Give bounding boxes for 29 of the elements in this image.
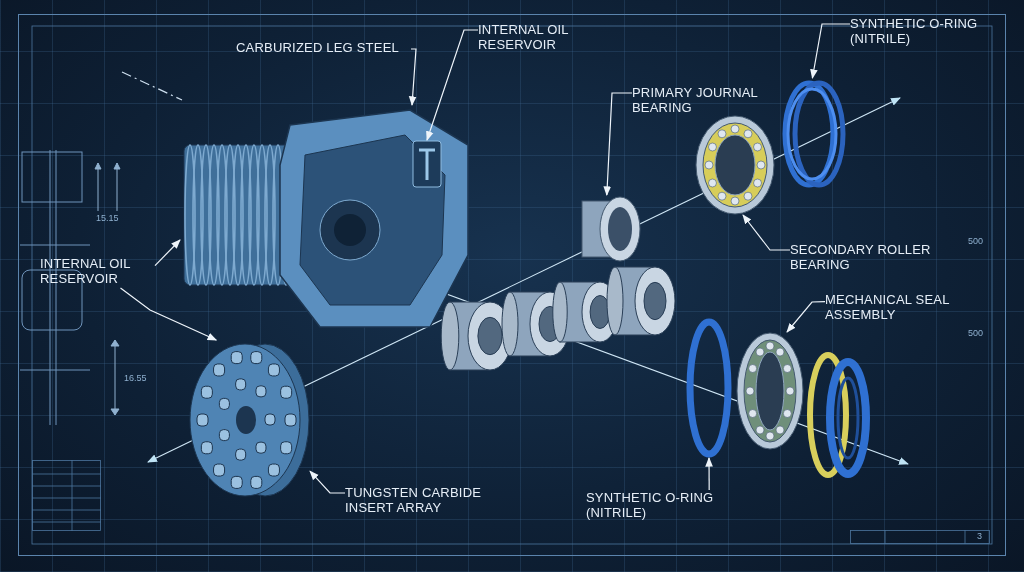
- leader-line: [408, 48, 417, 106]
- callout-label: TUNGSTEN CARBIDE INSERT ARRAY: [345, 485, 495, 515]
- callout-label: PRIMARY JOURNAL BEARING: [632, 85, 772, 115]
- leader-line: [154, 239, 181, 267]
- dimension-value: 15.15: [96, 213, 119, 223]
- dimension-value: 500: [968, 236, 984, 246]
- leader-line: [742, 214, 791, 251]
- callout-label: INTERNAL OIL RESERVOIR: [478, 22, 588, 52]
- callout-label: MECHANICAL SEAL ASSEMBLY: [825, 292, 975, 322]
- journal-bearing-drawing: [578, 195, 642, 263]
- callout-label: SECONDARY ROLLER BEARING: [790, 242, 935, 272]
- leader-line: [119, 287, 218, 341]
- dimension-value: 500: [968, 328, 984, 338]
- leader-line: [786, 301, 826, 333]
- callout-label: CARBURIZED LEG STEEL: [236, 40, 411, 55]
- leader-line: [309, 470, 346, 494]
- roller-bearing-drawing: [695, 115, 775, 215]
- leader-line: [426, 29, 479, 141]
- leader-line: [810, 23, 851, 79]
- callout-label: SYNTHETIC O-RING (NITRILE): [850, 16, 990, 46]
- leader-line: [705, 457, 713, 491]
- callout-label: INTERNAL OIL RESERVOIR: [40, 256, 155, 286]
- seal-bearing-drawing: [736, 332, 804, 450]
- oil-reservoir-drawing: [412, 140, 442, 188]
- sheet-number: 3: [977, 531, 982, 541]
- dimension-value: 16.55: [124, 373, 147, 383]
- o-ring: [686, 318, 732, 458]
- leader-line: [603, 92, 633, 196]
- callout-label: SYNTHETIC O-RING (NITRILE): [586, 490, 726, 520]
